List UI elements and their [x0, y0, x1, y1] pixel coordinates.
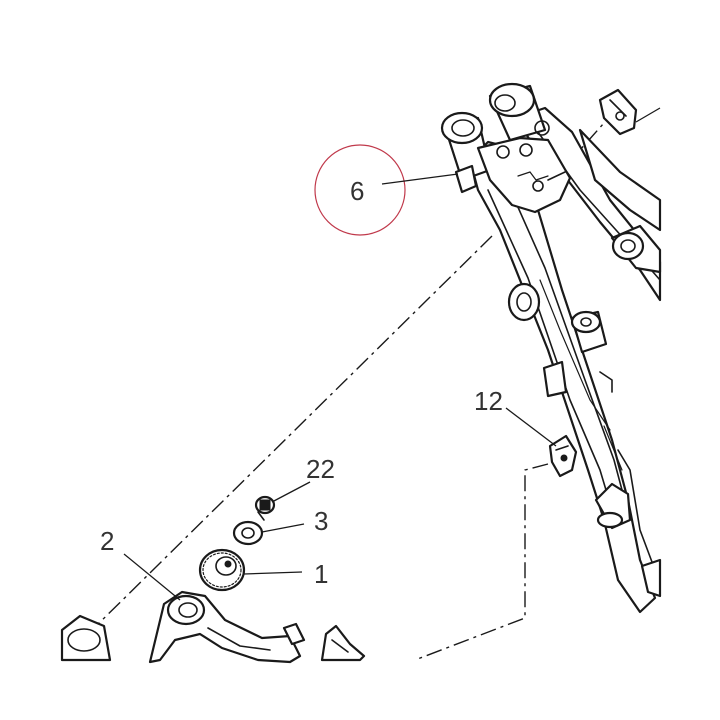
part-3-washer-outer: [232, 520, 264, 546]
fragment-left-round-inner: [67, 628, 101, 652]
plate-hole-3: [534, 120, 550, 136]
fragment-bracket: [320, 624, 366, 662]
callout-6-leader: [381, 173, 459, 185]
callout-6: 6: [350, 176, 364, 206]
boss-left: [507, 282, 541, 322]
callout-2-leader: [123, 553, 181, 601]
callout-1-leader: [243, 571, 303, 575]
lower-rail-line: [617, 449, 653, 563]
small-tab-left: [454, 164, 478, 194]
part-3-washer-inner: [241, 527, 255, 539]
alignment-line-top: [547, 113, 613, 187]
top-right-nut-hole: [615, 111, 625, 121]
part-1-gear: [198, 548, 246, 592]
part-12-clip: [548, 434, 578, 478]
pivot-tube-right-bore: [494, 94, 516, 112]
boss-right-bore: [580, 317, 592, 327]
fragment-left-round: [60, 614, 112, 662]
top-right-nut: [598, 88, 661, 136]
part-1-gear-center: [224, 560, 232, 568]
lower-rail-cap: [640, 558, 662, 598]
part-22-screw-slot: [259, 499, 271, 511]
callout-12-leader: [505, 407, 557, 447]
alignment-lines: [89, 113, 613, 661]
part-2-lever-edge: [207, 627, 271, 651]
plate-hole-2: [519, 143, 533, 157]
boss-right-end: [570, 310, 602, 334]
part-22-screw-shank: [257, 511, 265, 521]
part-1-gear-outer: [198, 548, 246, 592]
part-12-clip-hole: [560, 454, 568, 462]
callout-6-highlight-circle: [314, 144, 406, 236]
callout-3: 3: [314, 506, 328, 536]
lower-rail-foot-end: [596, 511, 624, 529]
plate-notch: [517, 171, 549, 181]
frame-rail-edge-1: [487, 189, 616, 521]
bushing-right-end: [611, 231, 645, 261]
callout-2: 2: [100, 526, 114, 556]
part-1-gear-teeth: [202, 552, 242, 588]
part-2-lever-tab: [282, 622, 306, 646]
part-22-screw: [254, 495, 276, 521]
callout-3-leader: [261, 523, 305, 533]
part-2-lever-eye-hole: [178, 602, 198, 618]
plate-slot: [547, 171, 566, 181]
pivot-tube-left-end: [440, 111, 484, 145]
part-3-washer: [232, 520, 264, 546]
boss-left-inner: [516, 292, 532, 312]
lower-rail-crease: [603, 425, 623, 471]
right-bushings: [610, 224, 662, 274]
plate-hole-4: [532, 180, 544, 192]
alignment-line-main: [89, 235, 493, 633]
plate-hole-1: [496, 145, 510, 159]
alignment-line-bracket: [414, 463, 549, 661]
lower-rail: [594, 425, 662, 598]
part-2-lever-eye: [166, 594, 206, 626]
callout-22-leader: [271, 481, 311, 503]
pivot-tube-right-end: [488, 82, 536, 118]
rail-lug: [542, 360, 568, 398]
part-2-lever: [148, 590, 306, 664]
callout-1: 1: [314, 559, 328, 589]
rail-lug-detail: [599, 371, 613, 393]
lower-fragments: [60, 614, 366, 662]
part-1-gear-hub: [215, 556, 237, 576]
callout-22: 22: [306, 454, 335, 484]
fragment-bracket-line: [331, 639, 349, 653]
rail-bosses: [507, 282, 613, 398]
top-right-nut-leader: [635, 107, 661, 123]
callout-leaders: [123, 173, 557, 601]
bushing-right-bore: [620, 239, 636, 253]
callout-12: 12: [474, 386, 503, 416]
part-12-clip-detail: [555, 445, 569, 451]
mounting-plate: [476, 136, 572, 214]
frame-rail-right: [578, 128, 662, 232]
pivot-tube-left-bore: [451, 119, 475, 137]
pivot-tubes: [440, 82, 572, 214]
frame-rail-crease: [539, 279, 611, 431]
frame-rail-edge-2: [504, 177, 631, 521]
